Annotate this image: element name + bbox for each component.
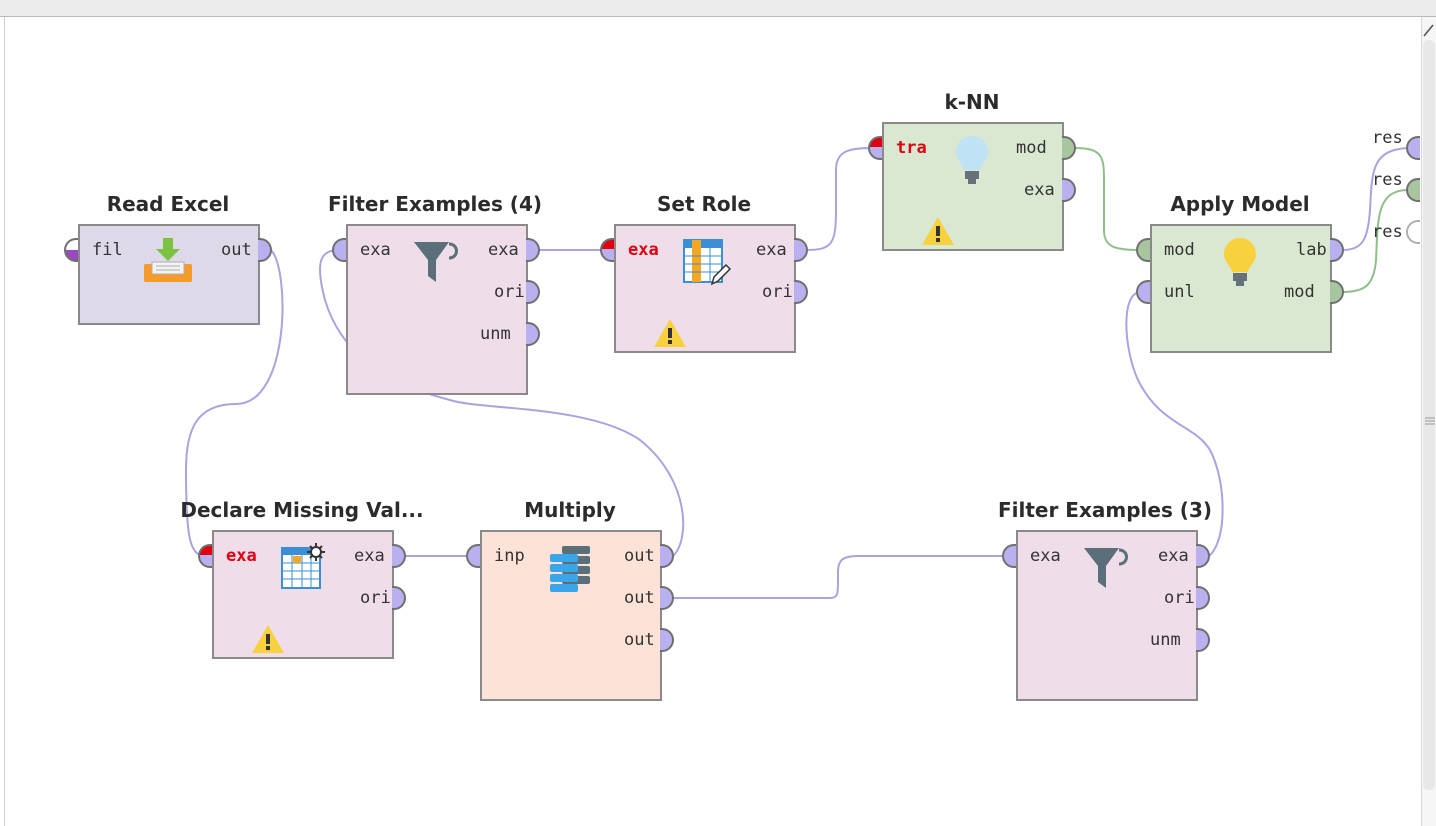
table-edit-icon: [683, 239, 732, 286]
process-canvas[interactable]: [4, 17, 1421, 826]
port-label: exa: [488, 240, 519, 260]
warning-icon[interactable]: [251, 624, 285, 654]
port-label: ori: [360, 588, 391, 608]
input-port-exa[interactable]: [1002, 544, 1016, 568]
operator-title: Apply Model: [1170, 192, 1310, 216]
process-toolbar: [0, 0, 1436, 17]
port-label: unm: [1150, 630, 1181, 650]
operator-title: Multiply: [524, 498, 616, 522]
result-port-label: res: [1372, 128, 1403, 148]
scrollbar-thumb[interactable]: [1423, 40, 1435, 790]
operator-title: Read Excel: [106, 192, 230, 216]
port-label: out: [624, 630, 655, 650]
input-port-fil[interactable]: [64, 238, 78, 262]
result-port-res-1[interactable]: [1406, 136, 1420, 160]
port-label: exa: [1024, 180, 1055, 200]
port-label: mod: [1284, 282, 1315, 302]
operator-title: Set Role: [656, 192, 752, 216]
port-label: out: [624, 546, 655, 566]
stack-icon: [550, 546, 590, 592]
port-label: mod: [1164, 240, 1195, 260]
result-port-res-3[interactable]: [1406, 220, 1420, 244]
port-label: inp: [494, 546, 525, 566]
scroll-grip-icon: [1425, 417, 1435, 425]
input-port-exa[interactable]: [332, 238, 346, 262]
input-port-mod[interactable]: [1136, 238, 1150, 262]
port-label: exa: [226, 546, 257, 566]
operator-title: k-NN: [944, 90, 1000, 114]
table-gear-icon: [281, 543, 325, 589]
funnel-icon: [414, 242, 458, 282]
port-label: out: [221, 240, 252, 260]
lightbulb-icon: [956, 136, 988, 184]
scroll-up-icon[interactable]: [1422, 22, 1436, 38]
result-port-label: res: [1372, 222, 1403, 242]
funnel-icon: [1084, 548, 1128, 588]
port-label: ori: [494, 282, 525, 302]
input-port-tra-required[interactable]: [868, 136, 882, 160]
lightbulb-icon: [1224, 238, 1256, 286]
result-port-label: res: [1372, 170, 1403, 190]
port-label: unm: [480, 324, 511, 344]
operator-title: Filter Examples (4): [327, 192, 543, 216]
port-label: lab: [1296, 240, 1327, 260]
input-port-unl[interactable]: [1136, 280, 1150, 304]
warning-icon[interactable]: [653, 318, 687, 348]
input-port-exa-required[interactable]: [600, 238, 614, 262]
port-label: exa: [360, 240, 391, 260]
port-label: exa: [756, 240, 787, 260]
input-port-inp[interactable]: [466, 544, 480, 568]
operator-title: Filter Examples (3): [997, 498, 1213, 522]
port-label: exa: [1158, 546, 1189, 566]
warning-icon[interactable]: [921, 216, 955, 246]
port-label: exa: [354, 546, 385, 566]
port-label: out: [624, 588, 655, 608]
download-tray-icon: [144, 238, 192, 282]
port-label: unl: [1164, 282, 1195, 302]
port-label: mod: [1016, 138, 1047, 158]
port-label: ori: [1164, 588, 1195, 608]
result-port-res-2[interactable]: [1406, 178, 1420, 202]
port-label: exa: [1030, 546, 1061, 566]
input-port-exa-required[interactable]: [198, 544, 212, 568]
port-label: ori: [762, 282, 793, 302]
port-label: tra: [896, 138, 927, 158]
port-label: exa: [628, 240, 659, 260]
port-label: fil: [92, 240, 123, 260]
operator-title: Declare Missing Val...: [180, 498, 424, 522]
